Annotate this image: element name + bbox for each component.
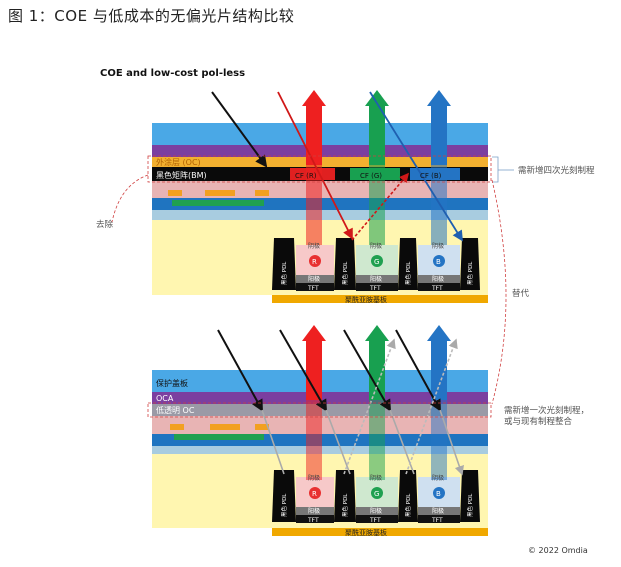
top-cathode-g: 阴极: [370, 242, 382, 250]
top-red-arrow-icon: [302, 90, 326, 106]
top-anode-r: 阳极: [308, 275, 320, 283]
top-substrate-label: 聚酰亚胺基板: [345, 295, 387, 304]
bottom-tft-b: TFT: [431, 517, 443, 524]
top-cathode-r: 阴极: [308, 242, 320, 250]
figure-title: 图 1：COE 与低成本的无偏光片结构比较: [8, 7, 295, 25]
top-letter-b: B: [436, 258, 441, 266]
bottom-anode-g: 阳极: [370, 507, 382, 515]
top-anode-b: 阳极: [432, 275, 444, 283]
top-pdl-4: 黑色 PDL: [466, 261, 474, 285]
top-pdl-2: 黑色 PDL: [341, 261, 349, 285]
bottom-cathode-r: 阴极: [308, 474, 320, 482]
bottom-stack: 保护盖板 OCA 低透明 OC 阴极 阴极 阴极 R G B 阳极 阳极 阳极 …: [147, 325, 492, 537]
bottom-blue-arrow-icon: [427, 325, 451, 341]
note-remove: 去除: [96, 220, 114, 230]
bottom-anode-r: 阳极: [308, 507, 320, 515]
bottom-pdl-4: 黑色 PDL: [466, 493, 474, 517]
top-anode-g: 阳极: [370, 275, 382, 283]
top-pdl-1: 黑色 PDL: [280, 261, 288, 285]
diagram-title: COE and low-cost pol-less: [100, 68, 246, 79]
bottom-tft-r: TFT: [307, 517, 319, 524]
top-green-arrow-icon: [365, 90, 389, 106]
bottom-cathode-b: 阴极: [432, 474, 444, 482]
note-replace: 替代: [512, 289, 530, 299]
copyright: © 2022 Omdia: [528, 546, 588, 555]
bottom-letter-r: R: [312, 490, 317, 498]
top-cf-g: CF (G): [360, 172, 382, 180]
bottom-tft-g: TFT: [369, 517, 381, 524]
top-tft-r: TFT: [307, 285, 319, 292]
top-cf-b: CF (B): [420, 172, 442, 180]
top-cathode-b: 阴极: [432, 242, 444, 250]
bottom-letter-g: G: [374, 490, 379, 498]
bottom-anode-b: 阳极: [432, 507, 444, 515]
top-tft-b: TFT: [431, 285, 443, 292]
top-tft-g: TFT: [369, 285, 381, 292]
bottom-pdl-3: 黑色 PDL: [404, 493, 412, 517]
bottom-green-arrow-icon: [365, 325, 389, 341]
top-letter-g: G: [374, 258, 379, 266]
note-bottom-right: 需新增一次光刻制程，或与现有制程整合: [504, 406, 590, 427]
bottom-cathode-g: 阴极: [370, 474, 382, 482]
top-letter-r: R: [312, 258, 317, 266]
top-bm-label: 黑色矩阵(BM): [156, 170, 207, 180]
note-top-right: 需新增四次光刻制程: [518, 166, 595, 176]
bottom-cover-label: 保护盖板: [156, 378, 188, 388]
bottom-letter-b: B: [436, 490, 441, 498]
bottom-pdl-2: 黑色 PDL: [341, 493, 349, 517]
top-blue-arrow-icon: [427, 90, 451, 106]
bottom-red-arrow-icon: [302, 325, 326, 341]
top-oc-label: 外涂层 (OC): [156, 157, 201, 167]
top-pdl-3: 黑色 PDL: [404, 261, 412, 285]
bottom-substrate-label: 聚酰亚胺基板: [345, 528, 387, 537]
top-stack: 外涂层 (OC) 黑色矩阵(BM) CF (R) CF (G) CF (B) 阴…: [147, 90, 492, 304]
bottom-oca-label: OCA: [156, 394, 174, 403]
bottom-oc-label: 低透明 OC: [156, 405, 195, 415]
top-cf-r: CF (R): [295, 172, 317, 180]
bottom-pdl-1: 黑色 PDL: [280, 493, 288, 517]
